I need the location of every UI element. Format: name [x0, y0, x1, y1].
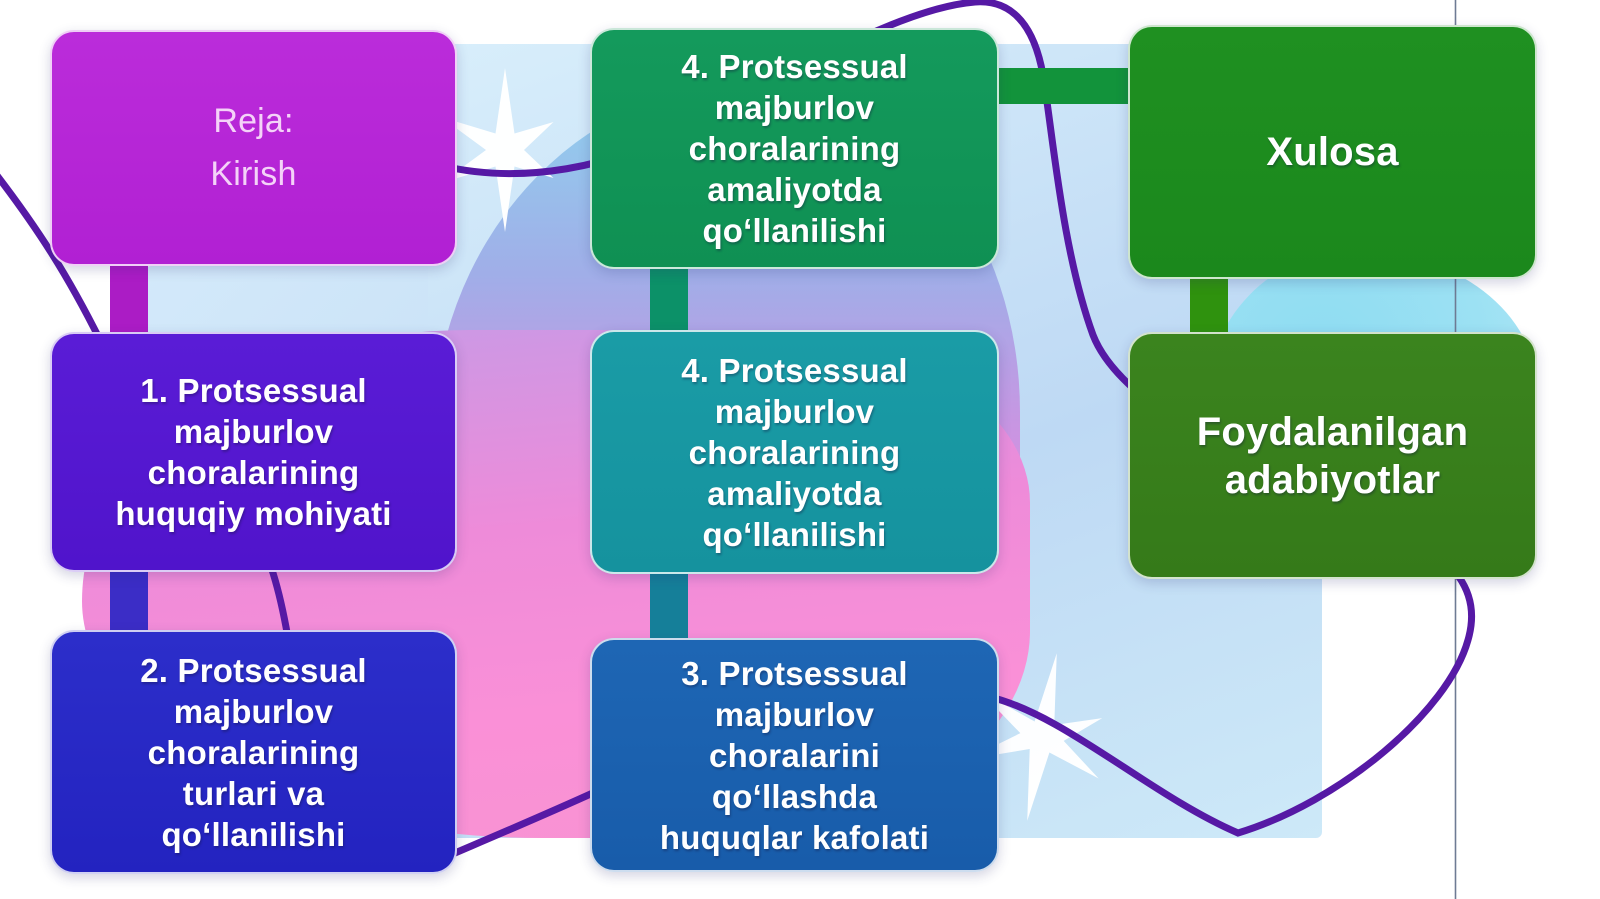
node-topic-1-label: 1. Protsessual majburlov choralarining h…: [115, 372, 392, 532]
connector-topic4top-to-xulosa: [992, 68, 1132, 104]
connector-reja-to-topic1: [110, 255, 148, 339]
node-topic-1: 1. Protsessual majburlov choralarining h…: [50, 332, 457, 572]
sparkle-star-right: [966, 653, 1103, 821]
sparkle-star-left: [441, 68, 554, 232]
node-xulosa-label: Xulosa: [1266, 130, 1399, 174]
node-xulosa: Xulosa: [1128, 25, 1537, 279]
connector-topic4top-to-mid: [650, 258, 688, 338]
connector-topic4mid-to-topic3: [650, 562, 688, 646]
node-topic-2: 2. Protsessual majburlov choralarining t…: [50, 630, 457, 874]
node-topic-4-mid: 4. Protsessual majburlov choralarining a…: [590, 330, 999, 574]
node-reja-label: Reja: Kirish: [210, 102, 297, 193]
node-topic-4-mid-label: 4. Protsessual majburlov choralarining a…: [681, 351, 908, 553]
node-adabiyotlar: Foydalanilgan adabiyotlar: [1128, 332, 1537, 579]
node-topic-4-top-label: 4. Protsessual majburlov choralarining a…: [681, 48, 908, 249]
node-reja: Reja: Kirish: [50, 30, 457, 266]
connector-topic1-to-topic2: [110, 560, 148, 638]
node-topic-4-top: 4. Protsessual majburlov choralarining a…: [590, 28, 999, 269]
node-topic-3: 3. Protsessual majburlov choralarini qo‘…: [590, 638, 999, 872]
node-topic-2-label: 2. Protsessual majburlov choralarining t…: [140, 651, 367, 853]
node-topic-3-label: 3. Protsessual majburlov choralarini qo‘…: [659, 654, 930, 856]
node-adabiyotlar-label: Foydalanilgan adabiyotlar: [1196, 409, 1469, 502]
